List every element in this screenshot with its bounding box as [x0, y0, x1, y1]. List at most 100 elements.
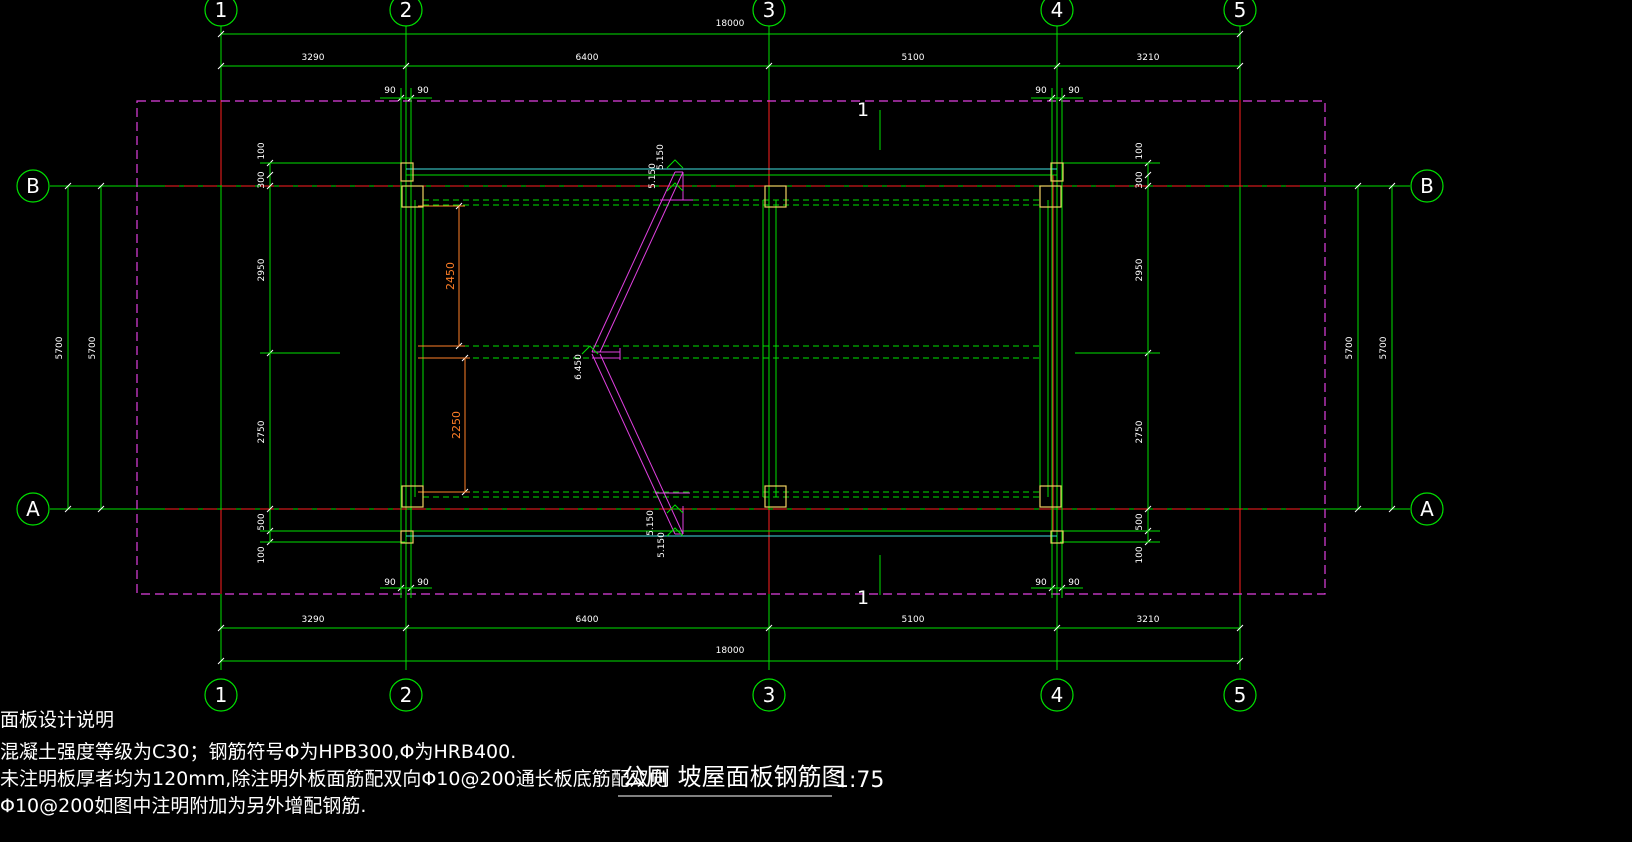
- dimension-tick: [1144, 505, 1152, 513]
- grid-bubble-4: [1040, 678, 1074, 712]
- elevation-value: 6.450: [574, 354, 584, 380]
- grid-bubble-label-4: 4: [1051, 683, 1064, 707]
- columns: [400, 162, 1064, 544]
- span-dimension-top: 3290: [302, 53, 325, 63]
- grid-bubble-2: [389, 0, 423, 27]
- right-chain-dimension: 100: [1135, 546, 1145, 563]
- span-dimension-top: 3210: [1137, 53, 1160, 63]
- roof-slope-line: [591, 171, 676, 353]
- dimension-tick: [1354, 182, 1362, 190]
- dimension-tick: [217, 624, 225, 632]
- wall-offset-dimension: 90: [417, 86, 429, 96]
- column: [1039, 485, 1062, 508]
- dimension-tick: [217, 657, 225, 665]
- dimension-tick: [217, 30, 225, 38]
- grid-bubble-label-B: B: [26, 174, 40, 198]
- right-outer-dimension: 5700: [1379, 336, 1389, 359]
- grid-bubble-4: [1040, 0, 1074, 27]
- grid-bubble-A: [1410, 492, 1444, 526]
- elevation-marker: [666, 504, 684, 514]
- dimension-tick: [64, 182, 72, 190]
- span-dimension-bottom: 5100: [902, 615, 925, 625]
- overall-dimension-top: 18000: [716, 19, 745, 29]
- dimension-tick: [64, 505, 72, 513]
- grid-bubble-label-2: 2: [400, 683, 413, 707]
- section-mark: 1: [857, 587, 869, 609]
- grid-bubble-3: [752, 678, 786, 712]
- grid-bubble-5: [1223, 0, 1257, 27]
- column: [400, 162, 414, 182]
- grid-bubble-label-3: 3: [763, 683, 776, 707]
- left-outer-dimension: 5700: [55, 336, 65, 359]
- grid-bubble-label-4: 4: [1051, 0, 1064, 22]
- dimension-tick: [402, 62, 410, 70]
- grid-bubble-A: [16, 492, 50, 526]
- dimension-tick: [97, 182, 105, 190]
- roof-outline: [136, 100, 1326, 595]
- wall-offset-dimension: 90: [417, 578, 429, 588]
- column: [764, 485, 787, 508]
- elevation-marker: [666, 159, 684, 169]
- grid-bubble-label-3: 3: [763, 0, 776, 22]
- grid-bubble-1: [204, 0, 238, 27]
- left-chain-dimension: 2950: [257, 258, 267, 281]
- elevation-value: 5.150: [648, 163, 658, 189]
- elevation-value: 5.150: [656, 144, 666, 170]
- dimension-tick: [1388, 505, 1396, 513]
- span-dimension-bottom: 3290: [302, 615, 325, 625]
- drawing-scale: 1:75: [835, 768, 884, 793]
- roof-slope-line: [599, 353, 684, 535]
- left-chain-dimension: 100: [257, 546, 267, 563]
- drawing-linework: [16, 0, 1444, 797]
- column: [1050, 162, 1064, 182]
- grid-bubble-label-B: B: [1420, 174, 1434, 198]
- grid-bubble-label-A: A: [26, 497, 40, 521]
- grid-bubble-label-5: 5: [1234, 0, 1247, 22]
- dimension-tick: [402, 624, 410, 632]
- elevation-marker: [666, 527, 684, 537]
- design-note-line: 未注明板厚者均为120mm,除注明外板面筋配双向Φ10@200通长板底筋配双向: [0, 768, 668, 790]
- span-dimension-top: 6400: [576, 53, 599, 63]
- dimension-tick: [97, 505, 105, 513]
- section-mark: 1: [857, 99, 869, 121]
- dimension-tick: [1354, 505, 1362, 513]
- left-chain-dimension: 2750: [257, 420, 267, 443]
- span-dimension-bottom: 6400: [576, 615, 599, 625]
- right-chain-dimension: 100: [1135, 142, 1145, 159]
- roof-slope-line: [591, 353, 676, 535]
- grid-bubble-1: [204, 678, 238, 712]
- dimension-tick: [765, 624, 773, 632]
- grid-bubble-label-1: 1: [215, 0, 228, 22]
- span-dimension-bottom: 3210: [1137, 615, 1160, 625]
- drawing-title: 公厕 坡屋面板钢筋图: [622, 763, 846, 791]
- dimension-tick: [1053, 624, 1061, 632]
- beam-spacing-dimension: 2250: [450, 411, 463, 439]
- dimension-tick: [1236, 30, 1244, 38]
- design-note-line: Φ10@200如图中注明附加为另外增配钢筋.: [0, 795, 366, 817]
- wall-offset-dimension: 90: [1035, 578, 1047, 588]
- beam-spacing-dimension: 2450: [444, 262, 457, 290]
- wall-offset-dimension: 90: [384, 578, 396, 588]
- column: [401, 485, 424, 508]
- grid-bubble-label-5: 5: [1234, 683, 1247, 707]
- column: [764, 185, 787, 208]
- elevation-marker: [666, 182, 684, 192]
- dimension-tick: [266, 505, 274, 513]
- wall-offset-dimension: 90: [384, 86, 396, 96]
- wall-offset-dimension: 90: [1068, 86, 1080, 96]
- grid-bubble-label-1: 1: [215, 683, 228, 707]
- dimension-tick: [1236, 62, 1244, 70]
- column: [1050, 530, 1064, 544]
- wall-offset-dimension: 90: [1068, 578, 1080, 588]
- grid-bubble-B: [16, 169, 50, 203]
- design-note-line: 混凝土强度等级为C30；钢筋符号Φ为HPB300,Φ为HRB400.: [0, 741, 516, 763]
- dimension-tick: [1236, 657, 1244, 665]
- left-chain-dimension: 500: [257, 513, 267, 530]
- column: [401, 185, 424, 208]
- left-chain-dimension: 300: [257, 171, 267, 188]
- left-inner-dimension: 5700: [88, 336, 98, 359]
- dimension-tick: [1236, 624, 1244, 632]
- dimension-tick: [1053, 62, 1061, 70]
